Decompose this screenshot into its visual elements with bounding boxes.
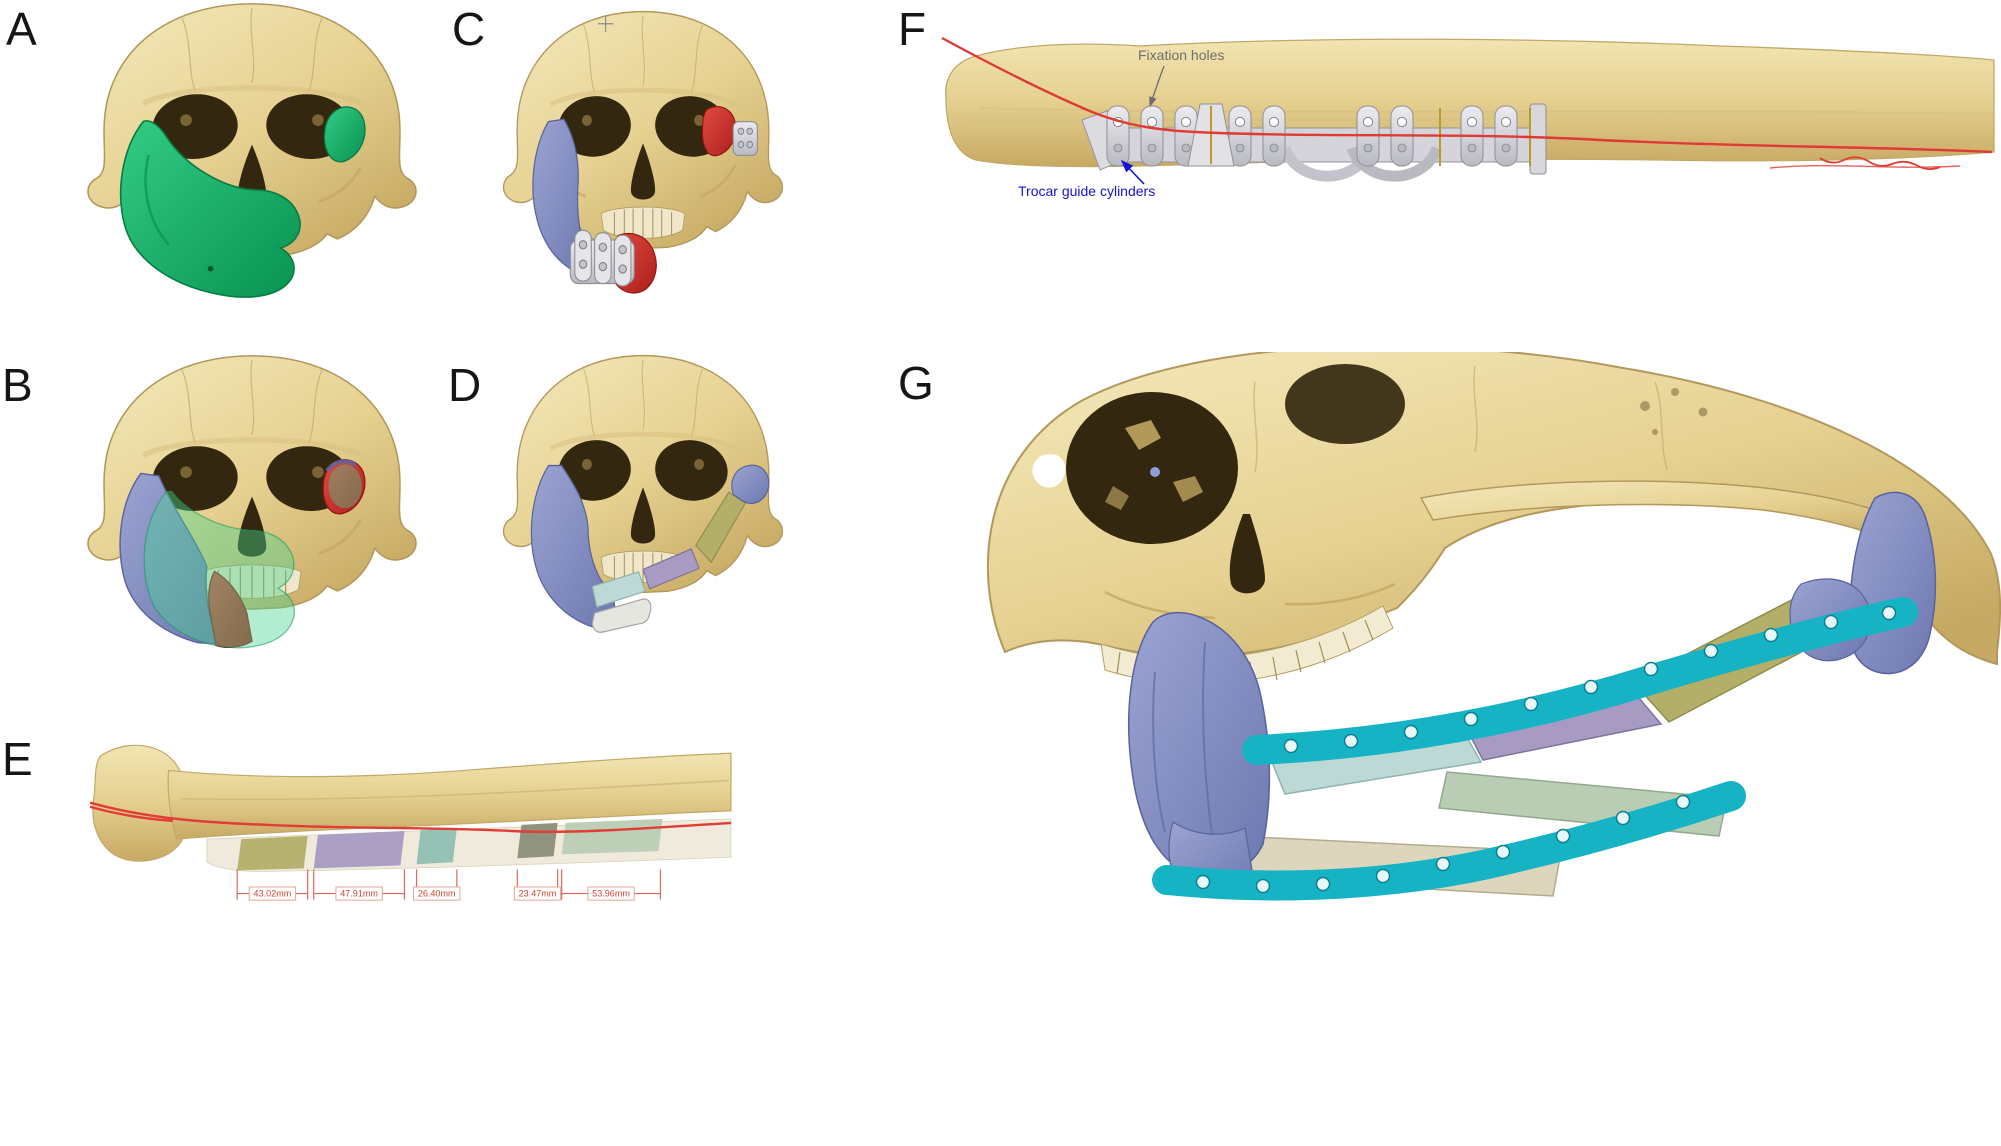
panel-b-label: B (2, 359, 33, 411)
cutting-guide-left (569, 229, 635, 287)
panel-e-render: 43.02mm 47.91mm 26.40mm 23.47mm 53.96mm (89, 744, 732, 901)
peroneal-vessel-line (941, 36, 1993, 170)
measurement-label: 47.91mm (340, 889, 378, 899)
segment-purple (642, 548, 700, 590)
orbit-marker (1150, 467, 1160, 477)
planned-resection-green (143, 490, 296, 649)
trocar-guide-label: Trocar guide cylinders (1018, 183, 1155, 199)
panel-g-label: G (898, 357, 934, 409)
fixation-holes-arrow (1149, 65, 1165, 108)
peroneal-vessel-line (89, 801, 732, 834)
fixation-holes-label: Fixation holes (1138, 47, 1224, 63)
measurement-boxes: 43.02mm 47.91mm 26.40mm 23.47mm 53.96mm (248, 886, 635, 901)
segment-cyan (591, 571, 646, 608)
cutting-guide-right (732, 120, 758, 157)
panel-g-render (986, 352, 2001, 901)
neomandible-d (530, 464, 770, 633)
skull-oblique (986, 352, 2001, 690)
panel-c-render (478, 8, 808, 294)
measurement-label: 26.40mm (418, 889, 456, 899)
segment-teal-green (416, 827, 457, 865)
segment-purple (313, 830, 405, 869)
plate-screw-holes-lower (1195, 794, 1691, 894)
panel-f-label: F (898, 3, 927, 55)
condyle-red-right (322, 459, 366, 515)
segment-blue-ramus (119, 472, 220, 645)
mandible-guides-c (532, 106, 758, 294)
panel-d-render (478, 352, 808, 633)
measurement-label: 23.47mm (519, 889, 557, 899)
panel-f-render: Fixation holes Trocar guide cylinders (941, 36, 1995, 199)
segment-blue-condyle (731, 464, 770, 504)
segment-white-lower (591, 598, 652, 633)
segment-olive (237, 836, 308, 871)
panel-a-label: A (6, 3, 37, 55)
panel-b-render (58, 352, 446, 649)
segment-olive (695, 491, 747, 564)
segment-dark-olive (517, 822, 558, 859)
plate-screw-holes-upper (1283, 605, 1897, 754)
mandible-green (119, 106, 366, 298)
fibula-bone (92, 744, 732, 862)
trocar-guide-arrow (1120, 159, 1145, 185)
annotations: Fixation holes Trocar guide cylinders (1018, 47, 1224, 199)
measurement-label: 53.96mm (592, 889, 630, 899)
condyle-red-right (701, 106, 737, 157)
cursor-cross-icon (597, 15, 614, 33)
reconstructed-mandible (1128, 491, 1937, 901)
nasal-aperture (1229, 514, 1265, 594)
right-orbit (1285, 364, 1405, 444)
left-blue-ramus (1128, 611, 1271, 878)
panel-d-label: D (448, 359, 482, 411)
panel-e-label: E (2, 733, 33, 785)
fixation-holes (1112, 116, 1512, 128)
panel-a-render (58, 0, 446, 298)
planned-fibula-segments (206, 818, 732, 872)
segment-pale-green (561, 818, 663, 855)
panel-c-label: C (452, 3, 486, 55)
measurement-label: 43.02mm (254, 889, 292, 899)
mandible-segments-b (119, 459, 366, 649)
reconstruction-plate-upper (1242, 597, 1918, 765)
